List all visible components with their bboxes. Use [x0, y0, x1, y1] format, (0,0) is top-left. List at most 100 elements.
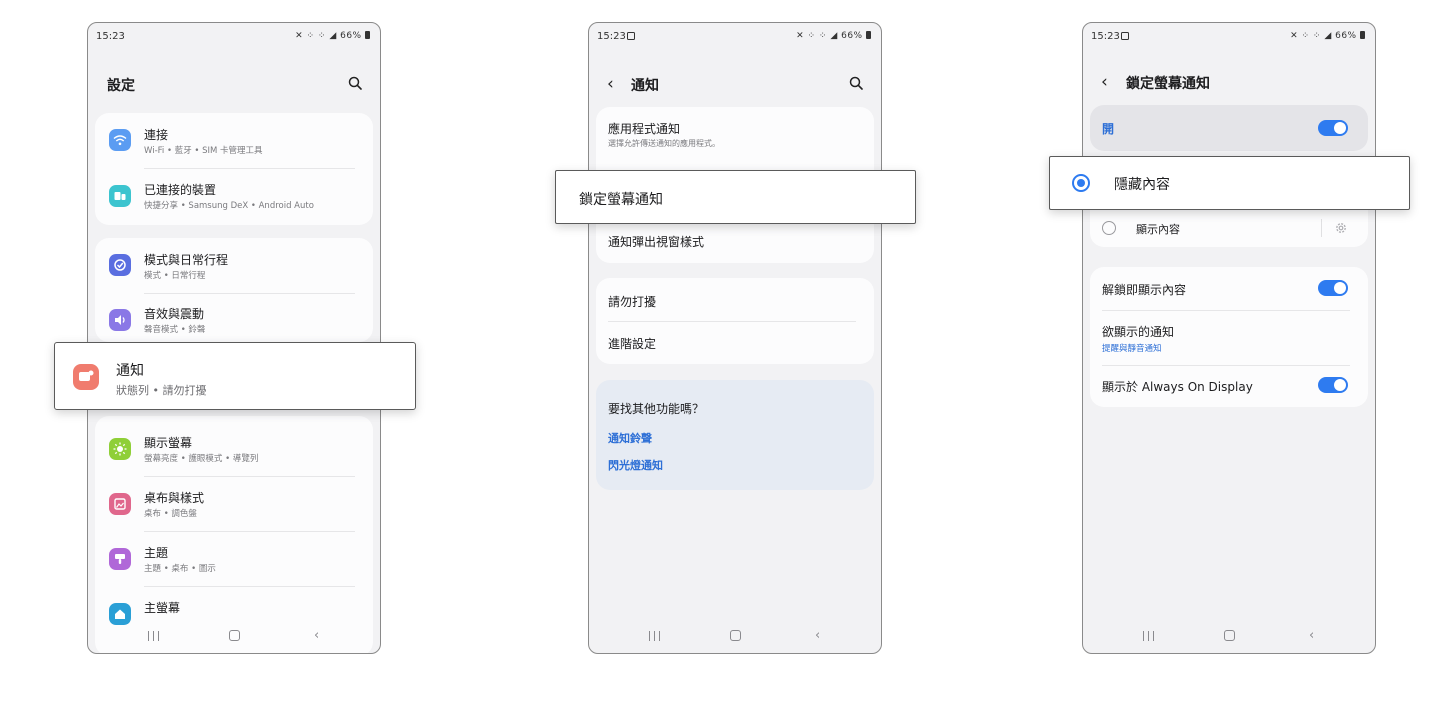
page-title: 設定 — [107, 78, 135, 94]
settings-item-sub: 螢幕亮度 • 護眼模式 • 導覽列 — [144, 454, 259, 464]
settings-item-sub: 快捷分享 • Samsung DeX • Android Auto — [144, 201, 314, 211]
back-button[interactable]: ‹ — [815, 628, 821, 643]
battery-percent: 66% — [340, 31, 362, 41]
header: ‹ 鎖定螢幕通知 — [1083, 71, 1375, 95]
battery-percent: 66% — [1335, 31, 1357, 41]
popup-style-label: 通知彈出視窗樣式 — [608, 235, 705, 249]
hide-content-radio[interactable] — [1072, 174, 1090, 192]
page-title: 鎖定螢幕通知 — [1126, 76, 1210, 92]
settings-item-wallpaper[interactable]: 桌布與樣式 桌布 • 調色盤 — [95, 477, 373, 532]
settings-item-sound[interactable]: 音效與震動 聲音模式 • 鈴聲 — [95, 293, 373, 342]
battery-icon — [866, 31, 871, 39]
home-button[interactable] — [229, 630, 240, 641]
status-indicators: ✕ ⁘ ⁘ ◢ 66% — [295, 31, 370, 41]
status-indicators: ✕ ⁘ ⁘ ◢ 66% — [796, 31, 871, 41]
wifi-icon — [109, 129, 131, 151]
settings-item-sub: 桌布 • 調色盤 — [144, 509, 197, 519]
popup-style-item[interactable]: 通知彈出視窗樣式 — [596, 225, 874, 261]
do-not-disturb-item[interactable]: 請勿打擾 — [596, 278, 874, 321]
battery-icon — [1360, 31, 1365, 39]
settings-item-label: 連接 — [144, 128, 169, 142]
divider — [1321, 219, 1322, 237]
settings-item-label: 已連接的裝置 — [144, 183, 217, 197]
wallpaper-icon — [109, 493, 131, 515]
settings-group-3: 顯示螢幕 螢幕亮度 • 護眼模式 • 導覽列 桌布與樣式 桌布 • 調色盤 主題… — [95, 416, 373, 653]
back-button[interactable]: ‹ — [1309, 628, 1315, 643]
advanced-settings-item[interactable]: 進階設定 — [596, 321, 874, 364]
themes-icon — [109, 548, 131, 570]
lock-screen-notifications-item[interactable]: 鎖定螢幕通知 — [555, 170, 916, 224]
recent-apps-button[interactable] — [1143, 631, 1155, 641]
master-toggle[interactable] — [1318, 120, 1348, 136]
divider — [144, 586, 355, 587]
search-icon[interactable] — [348, 76, 362, 90]
aod-toggle[interactable] — [1318, 377, 1348, 393]
settings-item-sub: Wi-Fi • 藍牙 • SIM 卡管理工具 — [144, 146, 263, 156]
search-icon[interactable] — [849, 76, 863, 90]
hide-content-label: 隱藏內容 — [1114, 177, 1170, 193]
status-indicators: ✕ ⁘ ⁘ ◢ 66% — [1290, 31, 1365, 41]
battery-percent: 66% — [841, 31, 863, 41]
show-on-unlock-toggle[interactable] — [1318, 280, 1348, 296]
flash-notification-link[interactable]: 閃光燈通知 — [608, 459, 663, 472]
nav-bar: ‹ — [589, 627, 881, 645]
settings-item-sub: 狀態列 • 請勿打擾 — [116, 384, 207, 397]
settings-item-home-screen[interactable]: 主螢幕 — [95, 587, 373, 627]
home-screen-icon — [109, 603, 131, 625]
show-content-radio[interactable] — [1102, 221, 1116, 235]
app-notifications-sub: 選擇允許傳送通知的應用程式。 — [608, 139, 720, 148]
settings-group-1: 連接 Wi-Fi • 藍牙 • SIM 卡管理工具 已連接的裝置 快捷分享 • … — [95, 113, 373, 225]
divider — [144, 168, 355, 169]
battery-icon — [365, 31, 370, 39]
gear-icon[interactable] — [1334, 221, 1348, 235]
sound-icon — [109, 309, 131, 331]
settings-item-themes[interactable]: 主題 主題 • 桌布 • 圖示 — [95, 532, 373, 587]
home-button[interactable] — [1224, 630, 1235, 641]
divider — [1102, 365, 1350, 366]
divider — [144, 531, 355, 532]
settings-item-label: 主題 — [144, 546, 169, 560]
notifications-to-show-item[interactable]: 欲顯示的通知 提醒與靜音通知 — [1090, 310, 1368, 365]
home-button[interactable] — [730, 630, 741, 641]
back-arrow-icon[interactable]: ‹ — [1101, 72, 1108, 92]
settings-item-notifications[interactable]: 通知 狀態列 • 請勿打擾 — [54, 342, 416, 410]
image-notification-icon — [1121, 32, 1129, 40]
divider — [1102, 310, 1350, 311]
settings-item-display[interactable]: 顯示螢幕 螢幕亮度 • 護眼模式 • 導覽列 — [95, 422, 373, 477]
settings-item-connections[interactable]: 連接 Wi-Fi • 藍牙 • SIM 卡管理工具 — [95, 113, 373, 169]
recent-apps-button[interactable] — [649, 631, 661, 641]
notification-sound-link[interactable]: 通知鈴聲 — [608, 432, 652, 445]
show-content-option[interactable]: 顯示內容 — [1090, 211, 1368, 247]
settings-item-label: 模式與日常行程 — [144, 253, 229, 267]
settings-item-label: 桌布與樣式 — [144, 491, 205, 505]
aod-label: 顯示於 Always On Display — [1102, 380, 1253, 394]
page-title: 通知 — [631, 78, 659, 94]
master-switch-label: 開 — [1102, 122, 1115, 136]
nav-bar: ‹ — [1083, 627, 1375, 645]
notifications-to-show-sub: 提醒與靜音通知 — [1102, 344, 1162, 354]
settings-item-label: 音效與震動 — [144, 307, 205, 321]
settings-item-connected-devices[interactable]: 已連接的裝置 快捷分享 • Samsung DeX • Android Auto — [95, 169, 373, 225]
settings-item-modes-routines[interactable]: 模式與日常行程 模式 • 日常行程 — [95, 238, 373, 293]
status-time: 15:23 — [597, 31, 626, 42]
recent-apps-button[interactable] — [148, 631, 160, 641]
divider — [608, 321, 856, 322]
header: ‹ 通知 — [589, 73, 881, 97]
notifications-to-show-label: 欲顯示的通知 — [1102, 325, 1175, 339]
modes-routines-icon — [109, 254, 131, 276]
show-on-unlock-item[interactable]: 解鎖即顯示內容 — [1090, 267, 1368, 310]
hide-content-option[interactable]: 隱藏內容 — [1049, 156, 1410, 210]
back-arrow-icon[interactable]: ‹ — [607, 74, 614, 94]
lock-screen-notifications-label: 鎖定螢幕通知 — [579, 192, 663, 208]
back-button[interactable]: ‹ — [314, 628, 320, 643]
show-content-label: 顯示內容 — [1136, 223, 1180, 236]
aod-item[interactable]: 顯示於 Always On Display — [1090, 365, 1368, 407]
advanced-settings-label: 進階設定 — [608, 337, 657, 351]
app-notifications-item[interactable]: 應用程式通知 選擇允許傳送通知的應用程式。 — [596, 107, 874, 163]
app-notifications-label: 應用程式通知 — [608, 122, 681, 136]
status-bar: 15:23 ✕ ⁘ ⁘ ◢ 66% — [96, 31, 370, 45]
master-switch-row[interactable]: 開 — [1090, 105, 1368, 151]
status-bar: 15:23 ✕ ⁘ ⁘ ◢ 66% — [1091, 31, 1365, 45]
settings-item-label: 主螢幕 — [144, 601, 181, 615]
do-not-disturb-label: 請勿打擾 — [608, 295, 657, 309]
